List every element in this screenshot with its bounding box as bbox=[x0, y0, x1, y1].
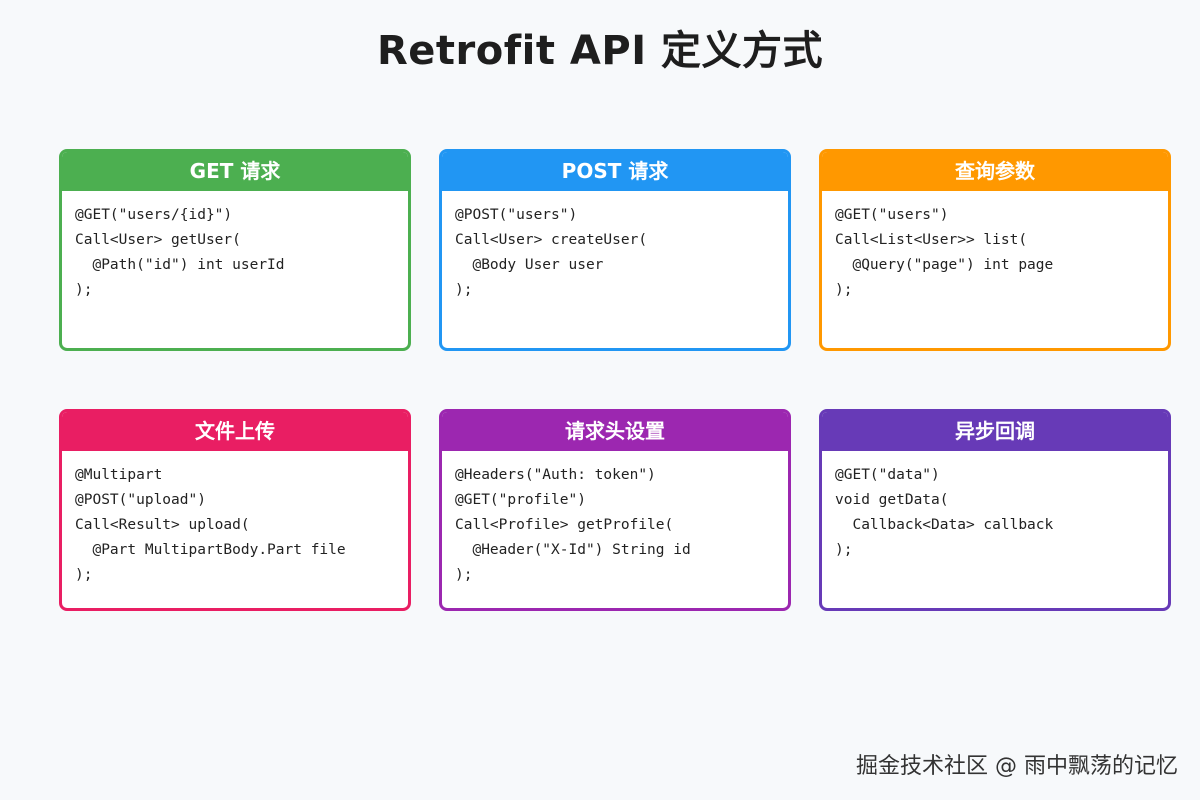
code-line: @GET("data") bbox=[835, 467, 940, 483]
card-get-request: GET 请求 @GET("users/{id}") Call<User> get… bbox=[59, 149, 411, 351]
page-title: Retrofit API 定义方式 bbox=[377, 28, 823, 74]
code-line: Call<User> createUser( bbox=[455, 232, 648, 248]
card-header: 请求头设置 bbox=[442, 412, 788, 451]
code-line: @POST("users") bbox=[455, 207, 578, 223]
code-block: @Multipart @POST("upload") Call<Result> … bbox=[62, 451, 408, 588]
code-block: @GET("users/{id}") Call<User> getUser( @… bbox=[62, 191, 408, 303]
card-header: 查询参数 bbox=[822, 152, 1168, 191]
code-line: ); bbox=[455, 567, 473, 583]
card-header: 文件上传 bbox=[62, 412, 408, 451]
code-block: @GET("users") Call<List<User>> list( @Qu… bbox=[822, 191, 1168, 303]
code-block: @POST("users") Call<User> createUser( @B… bbox=[442, 191, 788, 303]
code-line: ); bbox=[75, 567, 93, 583]
code-line: @GET("users") bbox=[835, 207, 949, 223]
code-line: @Headers("Auth: token") bbox=[455, 467, 656, 483]
code-line: Call<Profile> getProfile( bbox=[455, 517, 674, 533]
code-block: @Headers("Auth: token") @GET("profile") … bbox=[442, 451, 788, 588]
code-line: @Body User user bbox=[455, 257, 604, 273]
code-line: ); bbox=[75, 282, 93, 298]
card-async-callback: 异步回调 @GET("data") void getData( Callback… bbox=[819, 409, 1171, 611]
code-line: Call<List<User>> list( bbox=[835, 232, 1028, 248]
code-line: @Header("X-Id") String id bbox=[455, 542, 691, 558]
code-line: ); bbox=[455, 282, 473, 298]
code-line: Call<User> getUser( bbox=[75, 232, 241, 248]
card-file-upload: 文件上传 @Multipart @POST("upload") Call<Res… bbox=[59, 409, 411, 611]
card-header: POST 请求 bbox=[442, 152, 788, 191]
card-headers: 请求头设置 @Headers("Auth: token") @GET("prof… bbox=[439, 409, 791, 611]
card-header: GET 请求 bbox=[62, 152, 408, 191]
code-line: @Path("id") int userId bbox=[75, 257, 285, 273]
code-line: Callback<Data> callback bbox=[835, 517, 1054, 533]
code-line: ); bbox=[835, 282, 853, 298]
code-line: @POST("upload") bbox=[75, 492, 206, 508]
code-line: @Query("page") int page bbox=[835, 257, 1054, 273]
code-line: Call<Result> upload( bbox=[75, 517, 250, 533]
code-block: @GET("data") void getData( Callback<Data… bbox=[822, 451, 1168, 563]
card-header: 异步回调 bbox=[822, 412, 1168, 451]
watermark: 掘金技术社区 @ 雨中飘荡的记忆 bbox=[856, 754, 1178, 779]
code-line: @GET("users/{id}") bbox=[75, 207, 233, 223]
code-line: @Part MultipartBody.Part file bbox=[75, 542, 346, 558]
code-line: @Multipart bbox=[75, 467, 163, 483]
code-line: ); bbox=[835, 542, 853, 558]
card-post-request: POST 请求 @POST("users") Call<User> create… bbox=[439, 149, 791, 351]
card-query-params: 查询参数 @GET("users") Call<List<User>> list… bbox=[819, 149, 1171, 351]
code-line: void getData( bbox=[835, 492, 949, 508]
code-line: @GET("profile") bbox=[455, 492, 586, 508]
